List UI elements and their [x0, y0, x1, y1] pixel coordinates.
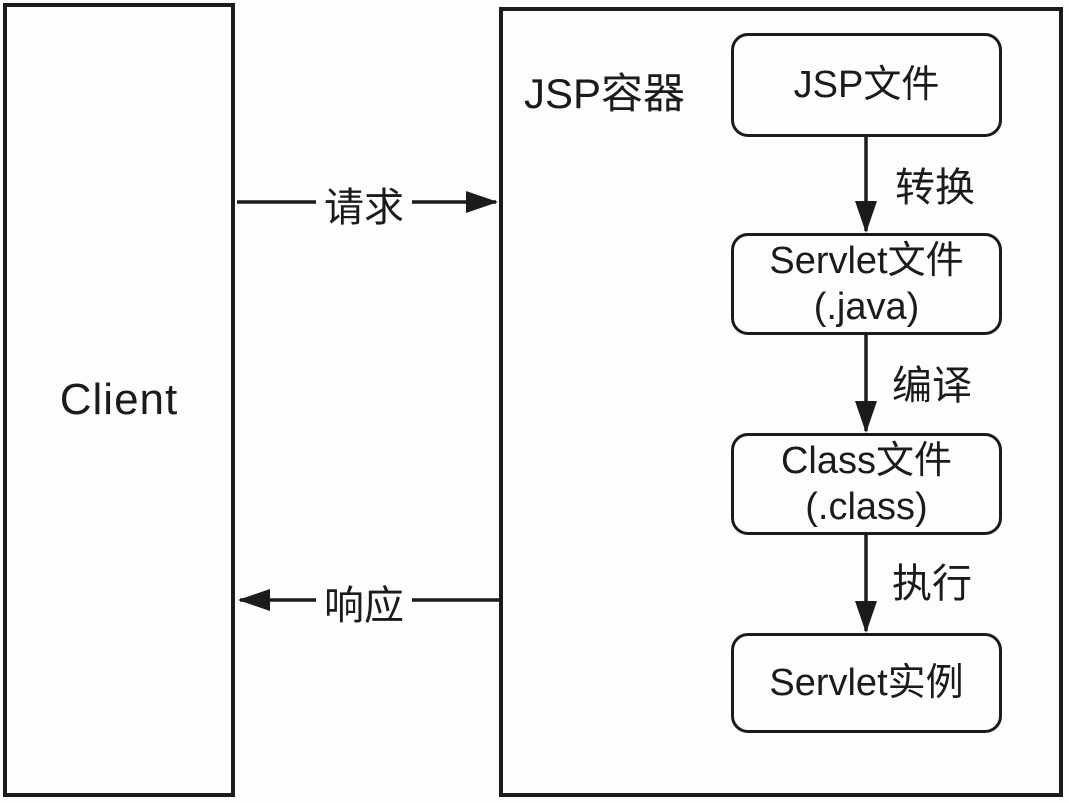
node-label: JSP文件 [793, 63, 940, 106]
client-label: Client [59, 375, 179, 424]
request-arrow-label: 请求 [316, 175, 412, 233]
client-box: Client [3, 3, 235, 797]
jsp-container-label: JSP容器 [524, 70, 686, 117]
compile-arrow-label: 编译 [892, 364, 972, 408]
node-sublabel: (.java) [813, 286, 920, 328]
node-class-file: Class文件 (.class) [731, 433, 1002, 535]
convert-arrow-label: 转换 [895, 166, 975, 210]
node-label: Class文件 [780, 439, 953, 482]
node-label: Servlet实例 [769, 661, 964, 704]
execute-arrow-label: 执行 [892, 562, 972, 606]
node-jsp-file: JSP文件 [731, 33, 1002, 137]
node-servlet-instance: Servlet实例 [731, 633, 1002, 733]
node-servlet-file: Servlet文件 (.java) [731, 233, 1002, 335]
node-sublabel: (.class) [805, 486, 928, 528]
response-arrow-label: 响应 [316, 573, 412, 631]
node-label: Servlet文件 [769, 239, 964, 282]
